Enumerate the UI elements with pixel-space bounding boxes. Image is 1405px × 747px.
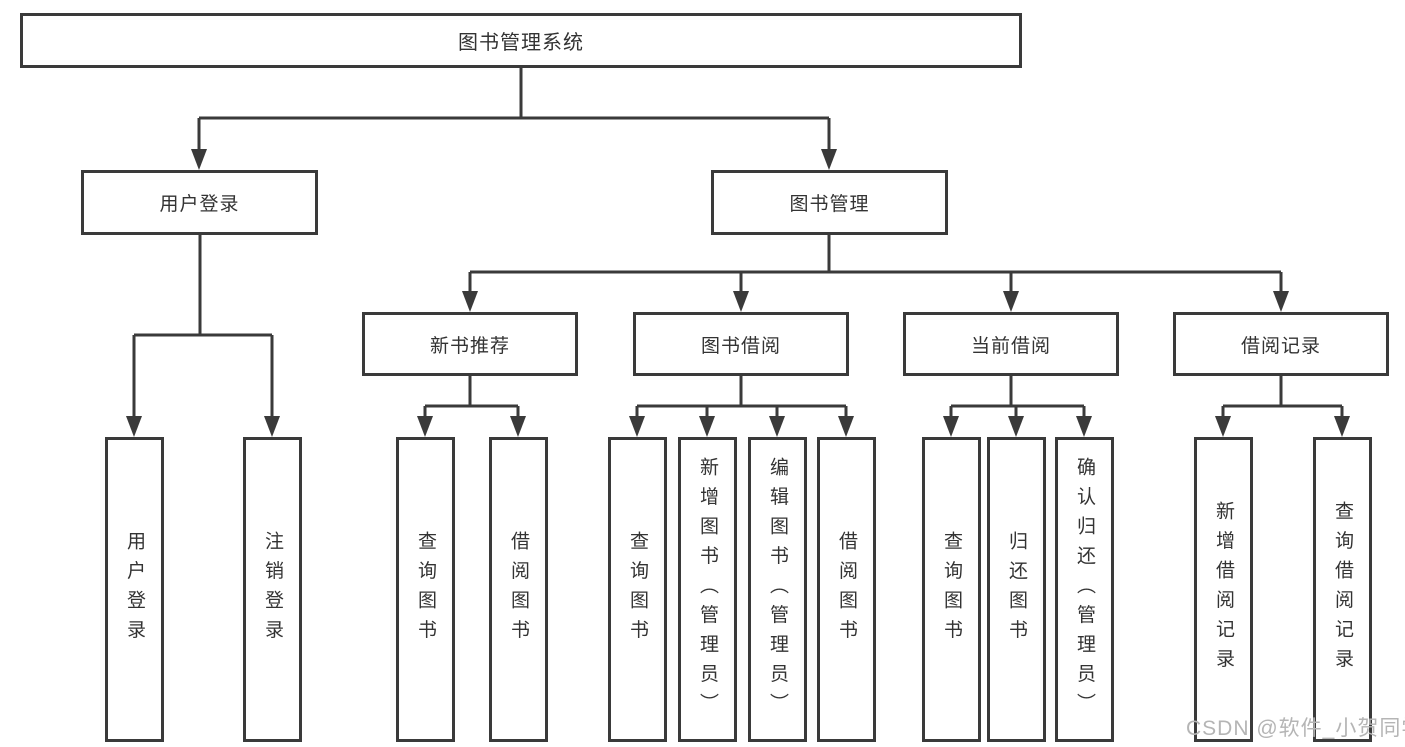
leaf-label: 查询图书 xyxy=(627,530,648,649)
node-book-borrowing: 图书借阅 xyxy=(633,312,849,376)
leaf-query-books-recommend: 查询图书 xyxy=(396,437,455,742)
leaf-query-books-current: 查询图书 xyxy=(922,437,981,742)
leaf-label: 确认归还（管理员） xyxy=(1074,456,1095,723)
leaf-label: 借阅图书 xyxy=(836,530,857,649)
arrowheads xyxy=(126,149,1350,437)
leaf-label: 查询借阅记录 xyxy=(1332,501,1353,678)
leaf-label: 查询图书 xyxy=(415,530,436,649)
leaf-borrow-books: 借阅图书 xyxy=(817,437,876,742)
leaf-label: 查询图书 xyxy=(941,530,962,649)
node-label: 借阅记录 xyxy=(1240,335,1321,357)
leaf-query-books-borrow: 查询图书 xyxy=(608,437,667,742)
leaf-add-books-admin: 新增图书（管理员） xyxy=(678,437,737,742)
node-label: 新书推荐 xyxy=(429,335,510,357)
leaf-user-login: 用户登录 xyxy=(105,437,164,742)
leaf-logout: 注销登录 xyxy=(243,437,302,742)
leaf-label: 新增图书（管理员） xyxy=(697,456,718,723)
node-label: 当前借阅 xyxy=(970,335,1051,357)
leaf-label: 注销登录 xyxy=(262,530,283,649)
leaf-edit-books-admin: 编辑图书（管理员） xyxy=(748,437,807,742)
leaf-label: 用户登录 xyxy=(124,530,145,649)
node-borrowing-records: 借阅记录 xyxy=(1173,312,1389,376)
node-label: 图书借阅 xyxy=(700,335,781,357)
leaf-label: 编辑图书（管理员） xyxy=(767,456,788,723)
node-new-book-recommendation: 新书推荐 xyxy=(362,312,578,376)
leaf-label: 借阅图书 xyxy=(508,530,529,649)
leaf-label: 归还图书 xyxy=(1006,530,1027,649)
leaf-label: 新增借阅记录 xyxy=(1213,501,1234,678)
node-current-borrowing: 当前借阅 xyxy=(903,312,1119,376)
node-label: 图书管理 xyxy=(789,194,870,215)
leaf-add-borrow-record: 新增借阅记录 xyxy=(1194,437,1253,742)
leaf-return-books: 归还图书 xyxy=(987,437,1046,742)
node-user-login: 用户登录 xyxy=(81,170,318,235)
leaf-borrow-books-recommend: 借阅图书 xyxy=(489,437,548,742)
node-label: 图书管理系统 xyxy=(458,32,584,54)
node-library-management-system: 图书管理系统 xyxy=(20,13,1022,68)
leaf-query-borrow-record: 查询借阅记录 xyxy=(1313,437,1372,742)
leaf-confirm-return-admin: 确认归还（管理员） xyxy=(1055,437,1114,742)
csdn-watermark: CSDN @软件_小贺同学 xyxy=(1186,717,1405,740)
node-label: 用户登录 xyxy=(159,194,240,215)
node-book-management: 图书管理 xyxy=(711,170,948,235)
